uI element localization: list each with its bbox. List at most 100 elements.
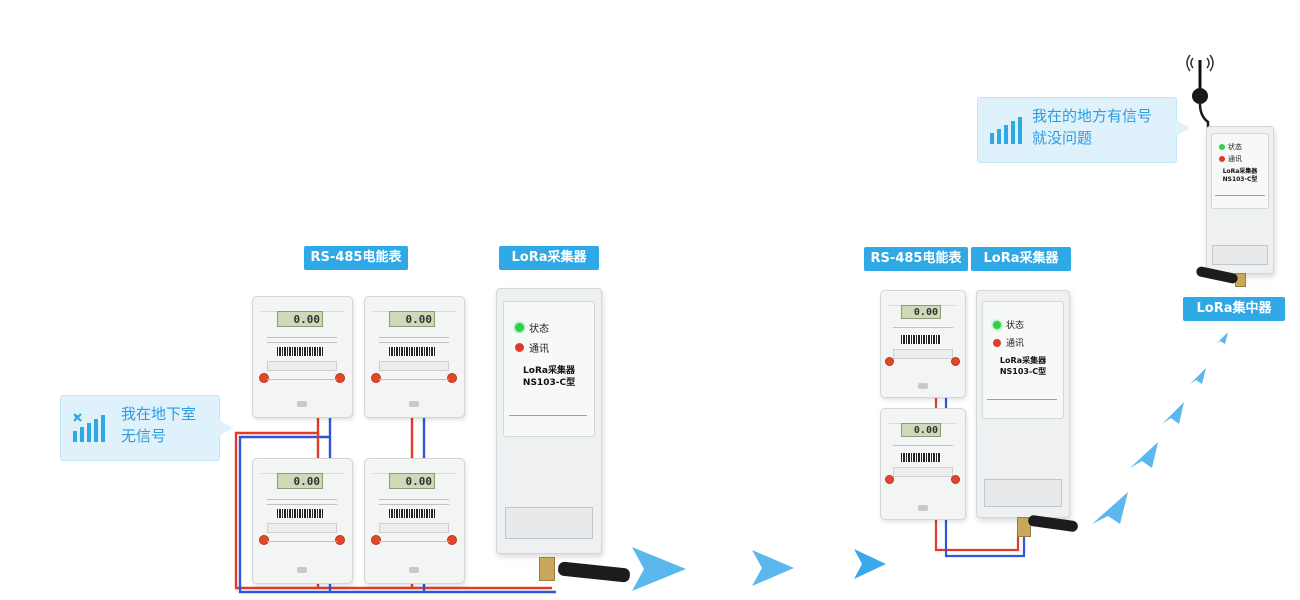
collector-name: LoRa采集器 [999,356,1047,365]
comm-label: 通讯 [1006,339,1025,349]
meter-button [885,357,894,366]
meter-display: 0.00 [389,311,435,327]
chevron-right-icon [632,547,686,591]
status-label: 状态 [529,324,549,335]
chevron-right-icon [1190,368,1206,384]
label-concentrator: LoRa集中器 [1183,297,1285,321]
bubble-basement-text: 我在地下室 无信号 [121,403,196,447]
chevron-right-icon [854,549,886,579]
no-signal-icon [73,413,105,442]
comm-led [993,339,1001,347]
meter-text-line [379,342,449,343]
status-label: 状态 [1006,321,1025,331]
meter-text-line [267,541,337,542]
meter-text-line [379,541,449,542]
lora-collector: 状态 通讯 LoRa采集器 NS103-C型 [496,288,602,581]
electric-meter: 0.00 [364,458,465,584]
meter-button [885,475,894,484]
meter-display: 0.00 [389,473,435,489]
electric-meter: 0.00 [252,458,353,584]
bubble-signal-line1: 我在的地方有信号 [1032,107,1153,125]
status-label: 状态 [1228,143,1242,151]
label-collector-1: LoRa采集器 [499,246,599,270]
bubble-basement-line2: 无信号 [121,427,167,445]
meter-button [259,535,269,545]
meter-seal [918,383,928,389]
meter-button [447,373,457,383]
meter-seal [918,505,928,511]
chevron-right-icon [1162,402,1184,424]
meter-label-strip [267,523,337,533]
collector-name: LoRa采集器 [523,366,575,376]
meter-button [951,475,960,484]
terminal-block [505,507,593,539]
meter-button [371,535,381,545]
meter-button [447,535,457,545]
meter-label-strip [267,361,337,371]
meter-display: 0.00 [901,423,941,437]
concentrator-divider [1215,195,1265,196]
comm-led [515,343,524,352]
antenna-connector [539,557,555,581]
signal-bars-icon [990,117,1022,144]
meter-text-line [893,327,953,328]
chevron-right-icon [1130,442,1158,468]
label-meter-group-1: RS-485电能表 [304,246,408,270]
bubble-has-signal: 我在的地方有信号 就没问题 [977,97,1190,163]
electric-meter: 0.00 [880,290,966,398]
meter-text-line [267,504,337,505]
chevron-right-icon [1216,332,1228,344]
meter-button [335,373,345,383]
collector-model: NS103-C型 [522,378,576,388]
meter-seal [409,401,419,407]
meter-barcode [389,347,435,356]
meter-display: 0.00 [277,473,323,489]
electric-meter: 0.00 [252,296,353,418]
bubble-tail [219,420,233,436]
chevron-right-icon [752,550,794,586]
lora-collector: 状态 通讯 LoRa采集器 NS103-C型 [976,290,1070,537]
bubble-basement-line1: 我在地下室 [121,405,197,423]
meter-display: 0.00 [277,311,323,327]
meter-seal [297,401,307,407]
concentrator-model: NS103-C型 [1222,176,1258,183]
meter-text-line [267,342,337,343]
electric-meter: 0.00 [364,296,465,418]
meter-label-strip [379,361,449,371]
meter-barcode [277,509,323,518]
comm-led [1219,156,1225,162]
collector-model: NS103-C型 [999,367,1047,376]
bubble-tail [1176,120,1190,136]
meter-display: 0.00 [901,305,941,319]
meter-text-line [267,337,337,338]
comm-label: 通讯 [1228,155,1242,163]
meter-text-line [893,445,953,446]
chevron-right-icon [1092,492,1128,524]
meter-barcode [277,347,323,356]
meter-text-line [267,499,337,500]
antenna-icon [1186,54,1214,132]
meter-button [259,373,269,383]
meter-button [335,535,345,545]
bubble-signal-text: 我在的地方有信号 就没问题 [1032,105,1152,149]
meter-text-line [379,504,449,505]
meter-button [951,357,960,366]
meter-text-line [267,379,337,380]
electric-meter: 0.00 [880,408,966,520]
meter-button [371,373,381,383]
meter-label-strip [893,349,953,359]
terminal-block [1212,245,1268,265]
bubble-signal-line2: 就没问题 [1032,129,1093,147]
meter-label-strip [379,523,449,533]
collector-divider [509,415,587,416]
status-led [1219,144,1225,150]
bubble-basement-no-signal: 我在地下室 无信号 [60,395,233,461]
lora-concentrator: 状态 通讯 LoRa采集器 NS103-C型 [1206,126,1274,287]
concentrator-name: LoRa采集器 [1222,168,1258,175]
collector-divider [987,399,1057,400]
label-meter-group-2: RS-485电能表 [864,247,968,271]
meter-text-line [379,337,449,338]
meter-barcode [389,509,435,518]
label-collector-2: LoRa采集器 [971,247,1071,271]
meter-barcode [901,335,941,344]
